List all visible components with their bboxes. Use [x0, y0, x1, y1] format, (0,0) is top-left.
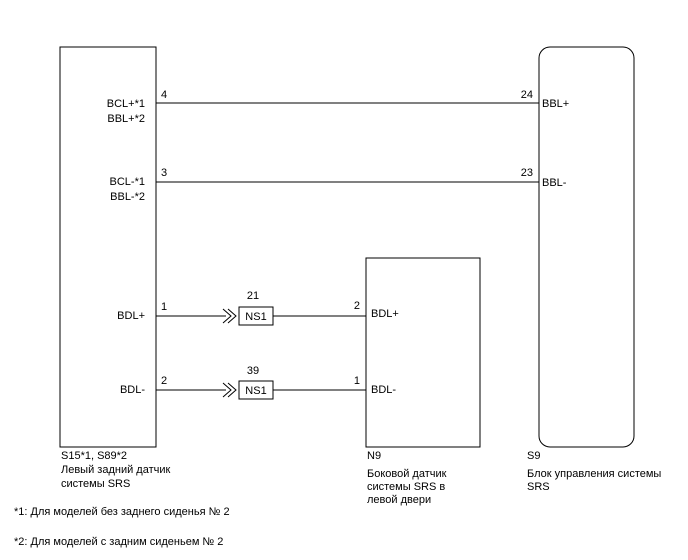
connector-label: NS1: [245, 385, 266, 397]
connector-number: 21: [247, 290, 259, 302]
connector-ns1-39: NS1 39: [222, 365, 274, 400]
connector-chevron-icon: [227, 308, 237, 324]
pin-label-bcl-plus: BCL+*1: [107, 98, 145, 110]
pin-label-bdl-plus: BDL+: [117, 310, 145, 322]
pin-label-door-bdl-minus: BDL-: [371, 384, 396, 396]
pin-label-bbl-minus: BBL-*2: [110, 191, 145, 203]
pin-number: 24: [521, 89, 533, 101]
pin-label-ecu-bbl-plus: BBL+: [542, 98, 569, 110]
connector-number: 39: [247, 365, 259, 377]
left-component-code: S15*1, S89*2: [61, 450, 127, 462]
left-component-name-1: Левый задний датчик: [61, 464, 170, 476]
connector-chevron-icon: [227, 382, 237, 398]
pin-label-ecu-bbl-minus: BBL-: [542, 177, 567, 189]
pin-number: 23: [521, 167, 533, 179]
door-sensor-box: [365, 257, 481, 448]
connector-chevron-icon: [222, 308, 232, 324]
connector-box: [238, 306, 274, 326]
pin-number: 2: [161, 375, 167, 387]
left-component-name-2: системы SRS: [61, 478, 130, 490]
pin-label-bdl-minus: BDL-: [120, 384, 145, 396]
pin-number: 4: [161, 89, 167, 101]
door-component-name-1: Боковой датчик: [367, 468, 447, 480]
pin-number: 1: [161, 301, 167, 313]
pin-label-bbl-plus: BBL+*2: [107, 113, 145, 125]
pin-number: 3: [161, 167, 167, 179]
ecu-box: [538, 46, 635, 448]
connector-chevron-icon: [222, 382, 232, 398]
connector-ns1-21: NS1 21: [222, 290, 274, 326]
connector-label: NS1: [245, 311, 266, 323]
left-sensor-box: [59, 46, 157, 448]
ecu-component-name-1: Блок управления системы: [527, 468, 661, 480]
door-component-name-2: системы SRS в: [367, 481, 445, 493]
pin-number: 1: [354, 375, 360, 387]
connector-box: [238, 380, 274, 400]
pin-label-door-bdl-plus: BDL+: [371, 308, 399, 320]
pin-number: 2: [354, 300, 360, 312]
footnote-1: *1: Для моделей без заднего сиденья № 2: [14, 506, 230, 518]
pin-label-bcl-minus: BCL-*1: [110, 176, 145, 188]
ecu-component-name-2: SRS: [527, 481, 550, 493]
footnote-2: *2: Для моделей с задним сиденьем № 2: [14, 536, 223, 548]
door-component-name-3: левой двери: [367, 494, 431, 506]
ecu-component-code: S9: [527, 450, 540, 462]
door-component-code: N9: [367, 450, 381, 462]
